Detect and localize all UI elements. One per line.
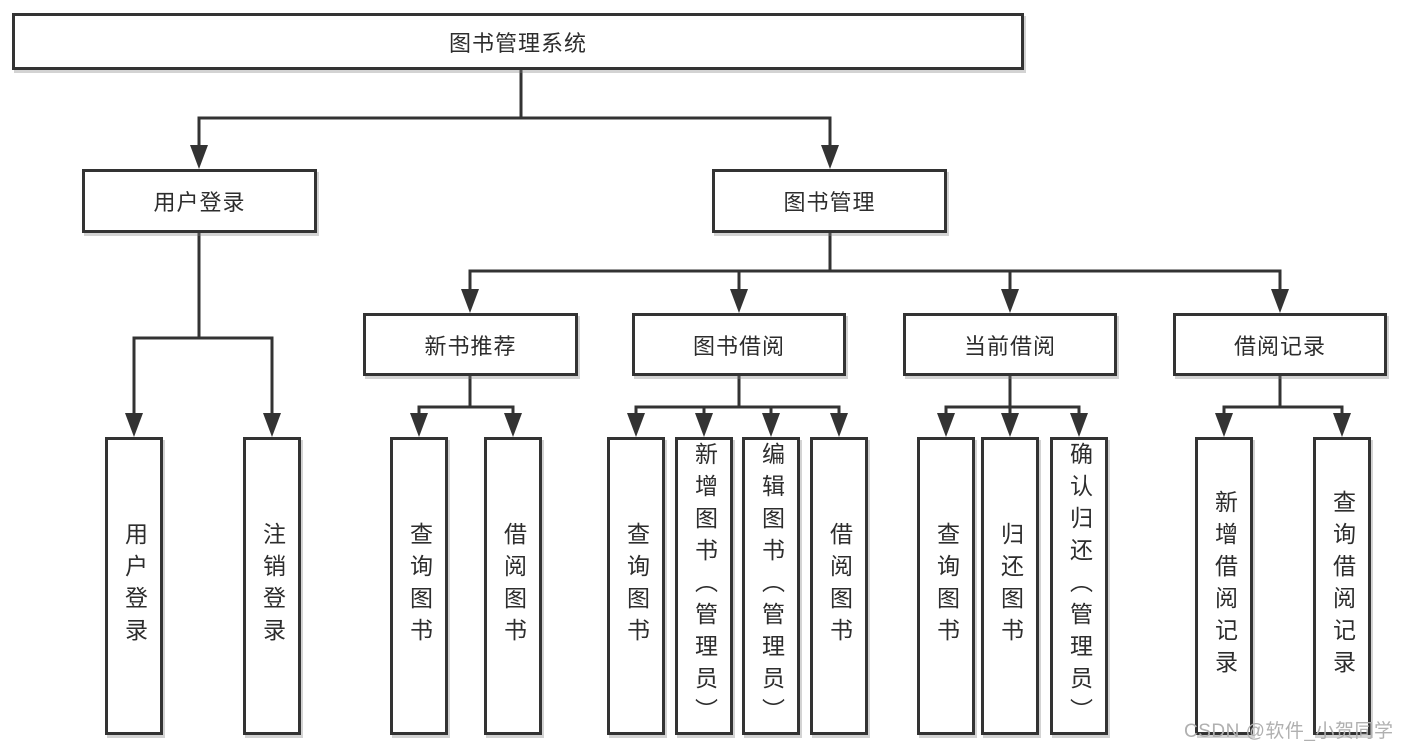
connector-book-borrow-split bbox=[627, 374, 848, 437]
watermark: CSDN @软件_小贺同学 bbox=[1184, 721, 1394, 742]
connector-current-borrow-split bbox=[937, 374, 1088, 437]
leaf-bb-edit-books-admin: 编辑图书（管理员） bbox=[742, 437, 800, 735]
connector-root-split bbox=[190, 68, 839, 169]
node-root: 图书管理系统 bbox=[12, 13, 1024, 70]
leaf-bb-borrow-books: 借阅图书 bbox=[810, 437, 868, 735]
leaf-logout: 注销登录 bbox=[243, 437, 301, 735]
leaf-nb-query-books: 查询图书 bbox=[390, 437, 448, 735]
node-new-book-rec: 新书推荐 bbox=[363, 313, 578, 376]
leaf-br-query-record: 查询借阅记录 bbox=[1313, 437, 1371, 735]
node-book-mgmt: 图书管理 bbox=[712, 169, 947, 233]
leaf-nb-borrow-books: 借阅图书 bbox=[484, 437, 542, 735]
leaf-bb-query-books: 查询图书 bbox=[607, 437, 665, 735]
leaf-bb-add-books-admin: 新增图书（管理员） bbox=[675, 437, 733, 735]
connector-user-login-split bbox=[125, 231, 281, 437]
node-borrow-records: 借阅记录 bbox=[1173, 313, 1387, 376]
connector-new-book-split bbox=[410, 374, 522, 437]
leaf-cb-query-books: 查询图书 bbox=[917, 437, 975, 735]
leaf-cb-return-books: 归还图书 bbox=[981, 437, 1039, 735]
node-user-login: 用户登录 bbox=[82, 169, 317, 233]
node-book-borrow: 图书借阅 bbox=[632, 313, 846, 376]
connector-book-mgmt-split bbox=[461, 231, 1289, 313]
leaf-user-login: 用户登录 bbox=[105, 437, 163, 735]
connector-borrow-records-split bbox=[1215, 374, 1351, 437]
node-current-borrow: 当前借阅 bbox=[903, 313, 1117, 376]
leaf-br-add-record: 新增借阅记录 bbox=[1195, 437, 1253, 735]
leaf-cb-confirm-return-admin: 确认归还（管理员） bbox=[1050, 437, 1108, 735]
